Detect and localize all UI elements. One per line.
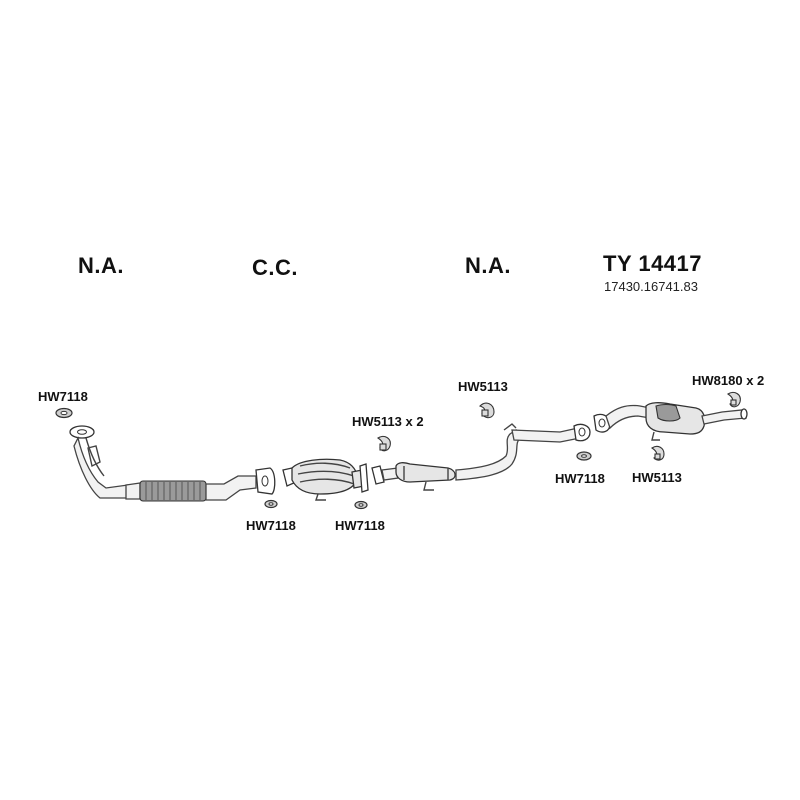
section-title-catalytic-converter: C.C. bbox=[252, 255, 298, 280]
callout-hanger-middle: HW5113 bbox=[458, 379, 508, 394]
middle-pipe bbox=[371, 423, 591, 491]
callout-hanger-cat: HW5113 x 2 bbox=[352, 414, 424, 429]
section-title-front-pipe: N.A. bbox=[78, 253, 124, 278]
rear-silencer-part-code: 17430.16741.83 bbox=[604, 279, 698, 294]
flex-joint-icon bbox=[139, 480, 207, 502]
section-title-rear-silencer: TY 14417 bbox=[603, 251, 703, 276]
catalytic-converter bbox=[282, 458, 369, 501]
callout-hanger-tail: HW8180 x 2 bbox=[692, 373, 765, 388]
middle-pipe-front-flange-icon bbox=[371, 465, 385, 485]
callout-gasket-pipe-cat: HW7118 bbox=[246, 518, 296, 533]
callout-gasket-front: HW7118 bbox=[38, 389, 88, 404]
section-title-middle-pipe: N.A. bbox=[465, 253, 511, 278]
front-pipe bbox=[55, 407, 276, 502]
callout-gasket-cat-rear: HW7118 bbox=[335, 518, 385, 533]
callout-hanger-rear: HW5113 bbox=[632, 470, 682, 485]
callout-gasket-middle-rear: HW7118 bbox=[555, 471, 605, 486]
middle-resonator-icon bbox=[395, 462, 456, 483]
rear-silencer bbox=[593, 402, 748, 441]
